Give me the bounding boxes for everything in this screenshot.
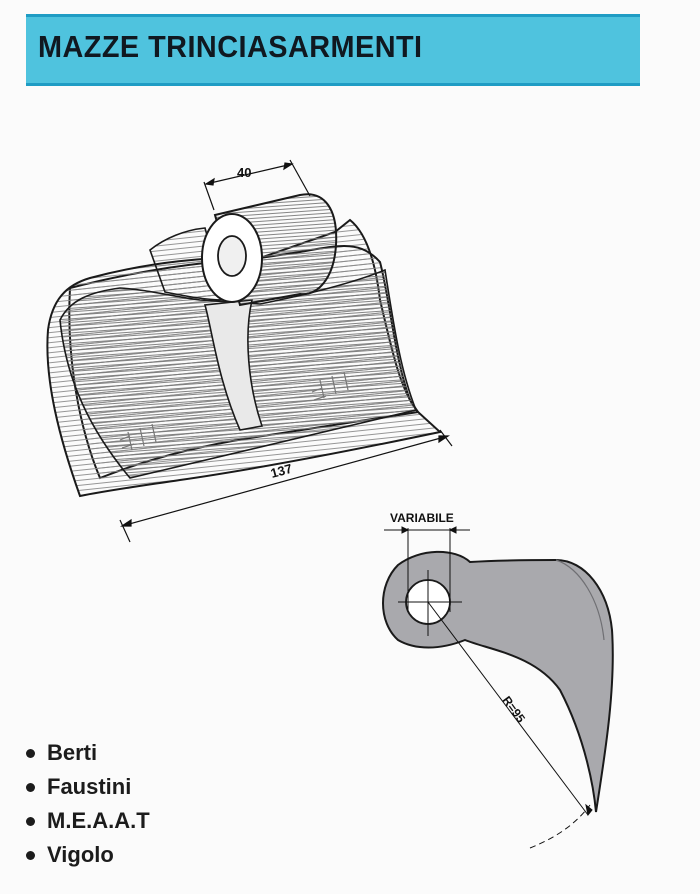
dim-137-label: 137	[269, 461, 294, 481]
list-item: Faustini	[20, 770, 150, 804]
list-item: Berti	[20, 736, 150, 770]
flail-side-profile: VARIABILE R=95	[382, 511, 614, 849]
page-title: MAZZE TRINCIASARMENTI	[38, 29, 423, 64]
bullet-icon	[26, 850, 35, 860]
bullet-icon	[26, 782, 35, 792]
dimension-width	[203, 159, 311, 211]
list-item: M.E.A.A.T	[20, 804, 150, 838]
flail-isometric-view	[46, 193, 443, 498]
title-banner: MAZZE TRINCIASARMENTI	[26, 14, 640, 86]
bullet-icon	[26, 816, 35, 826]
dim-variabile-label: VARIABILE	[390, 511, 454, 525]
bullet-icon	[26, 748, 35, 758]
dim-40-label: 40	[237, 165, 251, 180]
dimension-length	[119, 429, 453, 543]
brand-list: Berti Faustini M.E.A.A.T Vigolo	[20, 736, 150, 872]
dim-radius-label: R=95	[500, 694, 529, 726]
list-item: Vigolo	[20, 838, 150, 872]
